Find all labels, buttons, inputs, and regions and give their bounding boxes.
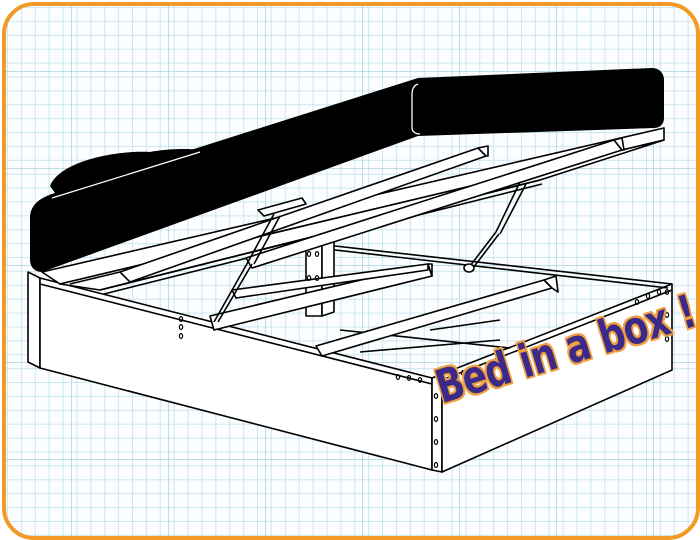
box-back-rail — [299, 241, 673, 285]
box-left-panel — [27, 271, 433, 471]
lifting-platform — [41, 127, 665, 295]
box-front-panel — [431, 283, 673, 473]
gas-strut-left — [213, 197, 307, 323]
slats — [209, 263, 559, 357]
gas-strut-right — [463, 181, 527, 273]
mattress — [30, 68, 664, 272]
rivets — [178, 251, 670, 469]
